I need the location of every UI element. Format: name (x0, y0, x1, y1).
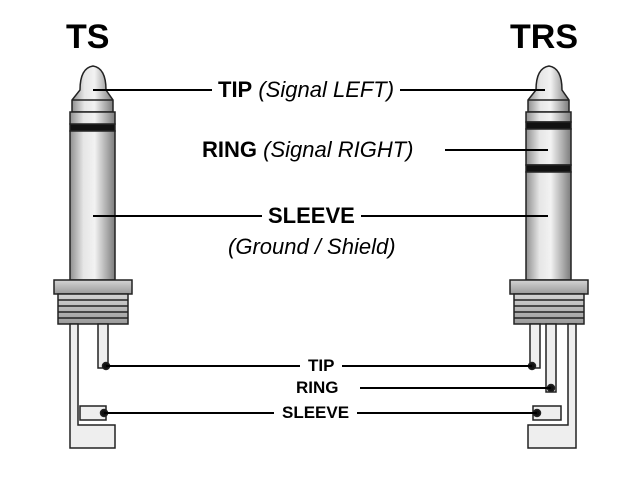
trs-ring (525, 128, 572, 166)
trs-insulator-1 (525, 121, 572, 130)
sleeve-description: (Ground / Shield) (228, 234, 396, 259)
ts-tip-lug (97, 323, 109, 369)
ts-sleeve-lug (69, 323, 116, 449)
ts-sleeve (69, 130, 116, 281)
tip-description: (Signal LEFT) (258, 77, 395, 102)
trs-sleeve (525, 171, 572, 281)
ts-collar (53, 279, 133, 295)
trs-title: TRS (510, 18, 578, 56)
sleeve-label: SLEEVE (262, 205, 361, 227)
trs-insulator-2 (525, 164, 572, 173)
trs-ring-lug (545, 323, 557, 393)
wire-sleeve-label: SLEEVE (274, 404, 358, 421)
ring-name: RING (202, 137, 257, 162)
ts-plug (53, 65, 133, 449)
tip-name: TIP (218, 77, 253, 102)
ring-label: RING (Signal RIGHT) (196, 137, 420, 162)
wire-tip-label: TIP (300, 357, 343, 374)
trs-tip-lug (529, 323, 541, 369)
wire-ring-label: RING (288, 379, 347, 396)
tip-label: TIP (Signal LEFT) (212, 77, 401, 102)
ring-description: (Signal RIGHT) (263, 137, 414, 162)
ts-title: TS (66, 18, 110, 56)
trs-collar (509, 279, 589, 295)
trs-plug (509, 65, 589, 449)
trs-sleeve-lug (527, 323, 577, 449)
ts-insulator (69, 123, 116, 132)
sleeve-name: SLEEVE (268, 203, 355, 228)
